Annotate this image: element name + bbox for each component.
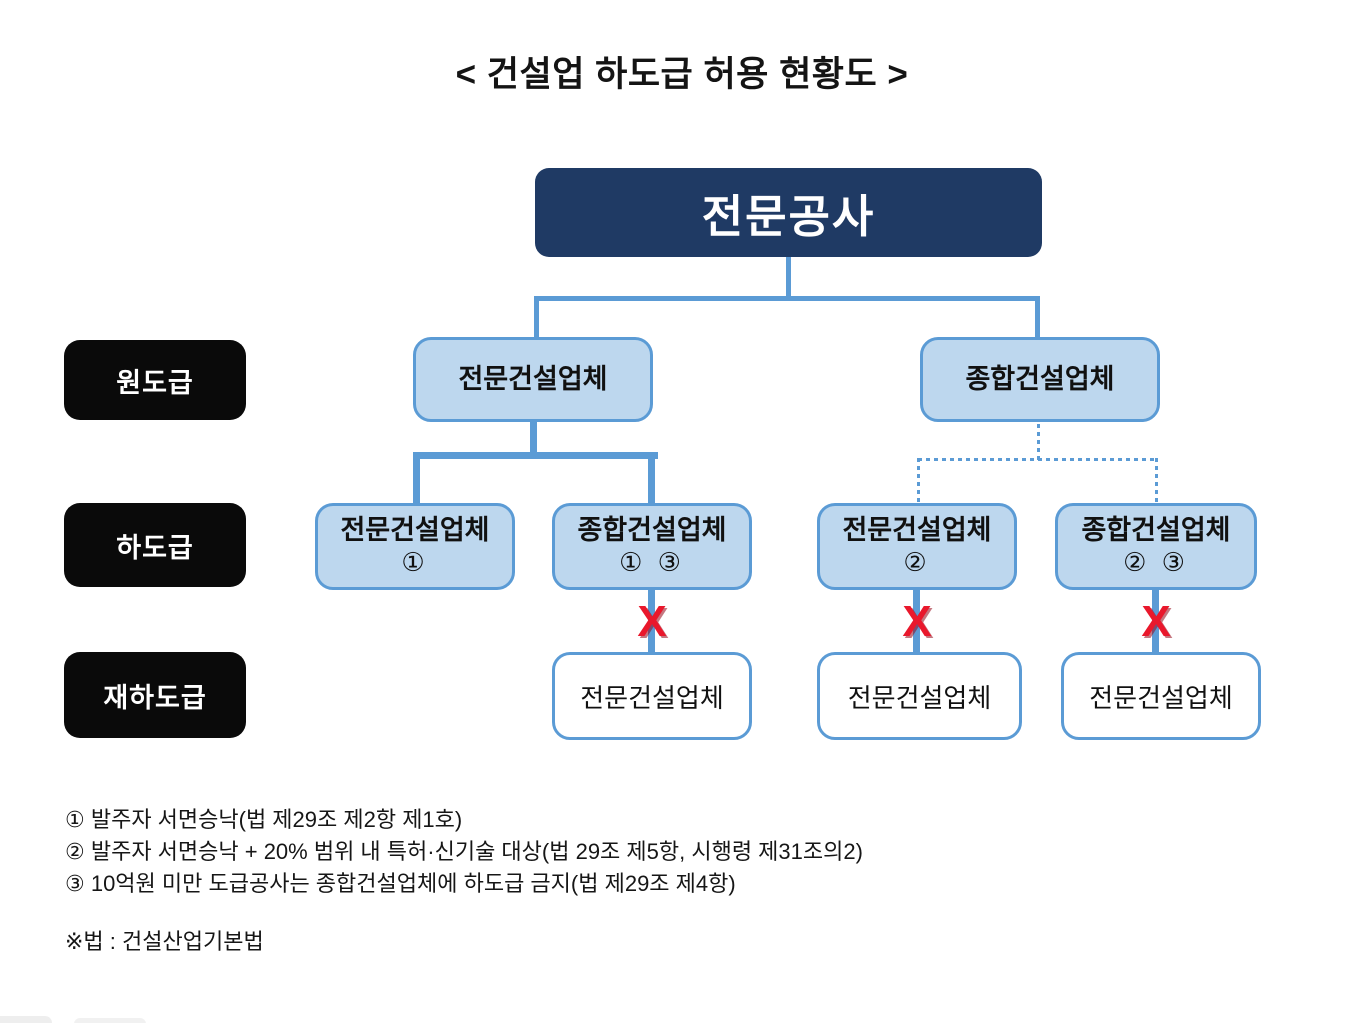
row-label-wondogeup: 원도급 (64, 340, 246, 420)
node-l2-jonghap-23: 종합건설업체 ② ③ (1055, 503, 1257, 590)
connector-right-drop-c-dotted (917, 458, 920, 503)
node-l1-jonghap: 종합건설업체 (920, 337, 1160, 422)
node-l2-jonghap-13: 종합건설업체 ① ③ (552, 503, 752, 590)
node-l2-jeonmun-2: 전문건설업체 ② (817, 503, 1017, 590)
connector-left-drop-a (413, 452, 420, 503)
row-label-wondogeup-text: 원도급 (116, 367, 194, 398)
row-label-jaehadogeup: 재하도급 (64, 652, 246, 738)
connector-right-drop-d-dotted (1155, 458, 1158, 503)
node-l2-jonghap-23-label: 종합건설업체 (1081, 515, 1231, 546)
law-reference-note: ※법 : 건설산업기본법 (65, 929, 264, 954)
footnote-3: ③ 10억원 미만 도급공사는 종합건설업체에 하도급 금지(법 제29조 제4… (65, 871, 736, 896)
node-l1-jeonmun-label: 전문건설업체 (458, 363, 608, 394)
connector-right-crossbar-dotted (918, 458, 1158, 461)
node-l3-jeonmun-2: 전문건설업체 (817, 652, 1022, 740)
node-l3-jeonmun-1: 전문건설업체 (552, 652, 752, 740)
node-l3-jeonmun-3-label: 전문건설업체 (1089, 682, 1233, 713)
connector-root-stem (786, 257, 791, 299)
node-l2-jeonmun-2-notes: ② (903, 547, 931, 578)
node-l2-jeonmun-1-label: 전문건설업체 (340, 515, 490, 546)
node-l3-jeonmun-1-label: 전문건설업체 (580, 682, 724, 713)
connector-left-stem (530, 422, 537, 455)
row-label-hadogeup: 하도급 (64, 503, 246, 587)
bottom-edge-artifact-2 (74, 1018, 146, 1023)
connector-prohibit-c (913, 590, 920, 652)
node-l2-jeonmun-1: 전문건설업체 ① (315, 503, 515, 590)
prohibit-x-mark-3: X (1141, 597, 1171, 646)
prohibit-x-mark-1: X (637, 597, 667, 646)
node-l3-jeonmun-2-label: 전문건설업체 (847, 682, 992, 713)
connector-root-left-drop (534, 296, 539, 340)
connector-root-right-drop (1035, 296, 1040, 340)
connector-root-crossbar (534, 296, 1040, 301)
row-label-jaehadogeup-text: 재하도급 (103, 682, 207, 713)
node-l1-jonghap-label: 종합건설업체 (965, 363, 1115, 394)
root-node-jeonmun-gongsa: 전문공사 (535, 168, 1042, 257)
connector-right-stem-dotted (1037, 424, 1040, 460)
node-l2-jeonmun-2-label: 전문건설업체 (842, 515, 992, 546)
bottom-edge-artifact-1 (0, 1016, 52, 1023)
connector-prohibit-d (1152, 590, 1159, 652)
connector-left-crossbar (413, 452, 658, 459)
row-label-hadogeup-text: 하도급 (116, 532, 194, 563)
node-l2-jonghap-13-label: 종합건설업체 (577, 515, 727, 546)
node-l3-jeonmun-3: 전문건설업체 (1061, 652, 1261, 740)
footnote-1: ① 발주자 서면승낙(법 제29조 제2항 제1호) (65, 807, 463, 832)
root-node-label: 전문공사 (701, 191, 876, 242)
connector-left-drop-b (648, 452, 655, 503)
node-l2-jonghap-23-notes: ② ③ (1123, 547, 1189, 578)
diagram-title: < 건설업 하도급 허용 현황도 > (455, 55, 909, 94)
prohibit-x-mark-2: X (902, 597, 932, 646)
footnotes-block: ① 발주자 서면승낙(법 제29조 제2항 제1호) ② 발주자 서면승낙 + … (65, 804, 863, 900)
footnote-2: ② 발주자 서면승낙 + 20% 범위 내 특허·신기술 대상(법 29조 제5… (65, 839, 863, 864)
node-l1-jeonmun: 전문건설업체 (413, 337, 653, 422)
node-l2-jonghap-13-notes: ① ③ (619, 547, 685, 578)
connector-prohibit-b (648, 590, 655, 652)
node-l2-jeonmun-1-notes: ① (401, 547, 429, 578)
